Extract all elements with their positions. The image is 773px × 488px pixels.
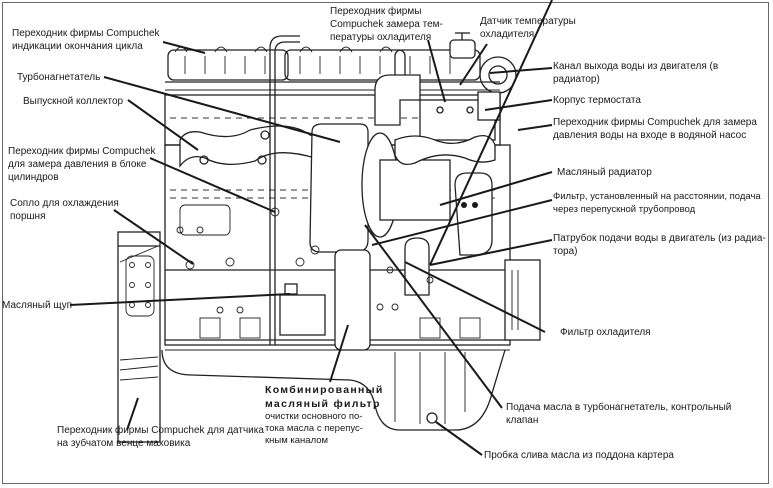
leader-piston-nozzle [113,209,194,265]
label-water-pump-pressure-adapter: Переходник фирмы Compuchek для замера да… [553,117,757,141]
label-coolant-temp-adapter: Переходник фирмы Compuchek замера тем- п… [330,6,443,43]
leader-temp-sensor [459,43,488,86]
leader-turbo [103,76,341,143]
leader-lines [69,0,553,456]
label-block-pressure-adapter: Переходник фирмы Compuchek для замера да… [8,146,156,183]
label-oil-dipstick: Масляный щуп [2,300,73,311]
label-flywheel-sensor-adapter: Переходник фирмы Compuchek для датчика н… [57,425,264,449]
label-thermostat-housing: Корпус термостата [553,95,641,106]
leader-exhaust [127,99,199,151]
leader-turbo-oil [364,224,503,409]
leader-oil-cooler [439,171,553,206]
leader-block-pressure [149,157,276,213]
leader-remote-filter [371,199,553,246]
label-oil-cooler: Масляный радиатор [557,167,652,178]
leader-thermostat [484,99,553,111]
leader-flywheel [126,397,139,431]
label-coolant-temp-sensor: Датчик температуры охладителя [480,16,576,40]
label-combined-oil-filter: Комбинированный масляный фильтр [265,384,384,410]
label-coolant-filter: Фильтр охладителя [560,327,651,338]
label-remote-filter: Фильтр, установленный на расстоянии, под… [553,191,761,215]
leader-cycle-end [162,41,206,54]
label-combined-oil-filter-desc: очистки основного по- тока масла с переп… [265,411,363,446]
label-water-inlet: Патрубок подачи воды в двигатель (из рад… [553,233,766,257]
leader-water-inlet [429,0,553,266]
label-turbocharger: Турбонагнетатель [17,72,101,83]
label-oil-drain-plug: Пробка слива масла из поддона картера [484,450,674,461]
label-water-outlet: Канал выхода воды из двигателя (в радиат… [553,61,719,85]
label-exhaust-manifold: Выпускной коллектор [23,96,124,107]
label-cycle-end-adapter: Переходник фирмы Compuchek индикации око… [12,28,160,52]
leader-drain-plug [435,421,483,456]
leader-dipstick [69,293,291,306]
leader-oil-filter [329,324,349,383]
engine-block [117,32,541,443]
leader-temp-adapter [427,39,446,103]
label-turbo-oil-supply: Подача масла в турбонагнетатель, контрол… [506,402,732,426]
leader-water-outlet [489,67,553,74]
leader-pump-pressure [517,124,553,131]
leader-coolant-filter [404,261,546,333]
label-piston-cooling-nozzle: Сопло для охлаждения поршня [10,198,119,222]
